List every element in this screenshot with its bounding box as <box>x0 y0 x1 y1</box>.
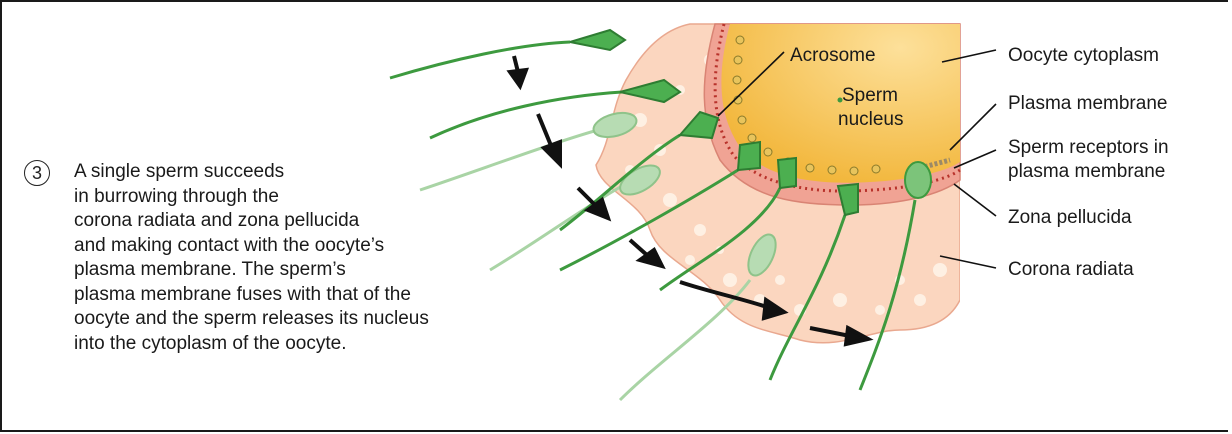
step-line: plasma membrane. The sperm’s <box>74 258 544 283</box>
sperm-head-1 <box>570 30 625 50</box>
label-sperm-receptors-2: plasma membrane <box>1008 160 1165 184</box>
step-line: plasma membrane fuses with that of the <box>74 283 544 308</box>
step-line: and making contact with the oocyte’s <box>74 234 544 259</box>
sperm-head-4 <box>738 142 760 170</box>
label-zona-pellucida: Zona pellucida <box>1008 206 1132 230</box>
label-corona-radiata: Corona radiata <box>1008 258 1134 282</box>
label-oocyte-cytoplasm: Oocyte cytoplasm <box>1008 44 1159 68</box>
sperm-head-5 <box>778 158 796 188</box>
fused-sperm-nucleus <box>905 162 931 198</box>
sperm-tail-1 <box>390 42 570 78</box>
label-plasma-membrane: Plasma membrane <box>1008 92 1167 116</box>
step-line: in burrowing through the <box>74 185 544 210</box>
step-line: oocyte and the sperm releases its nucleu… <box>74 307 544 332</box>
step-line: A single sperm succeeds <box>74 160 544 185</box>
step-line: corona radiata and zona pellucida <box>74 209 544 234</box>
label-acrosome: Acrosome <box>790 44 876 68</box>
step-number: 3 <box>24 160 50 186</box>
label-sperm-receptors-1: Sperm receptors in <box>1008 136 1169 160</box>
label-sperm-nucleus-1: Sperm <box>842 84 898 108</box>
step-line: into the cytoplasm of the oocyte. <box>74 332 544 357</box>
step-description: A single sperm succeeds in burrowing thr… <box>74 160 544 356</box>
label-sperm-nucleus-2: nucleus <box>838 108 904 132</box>
